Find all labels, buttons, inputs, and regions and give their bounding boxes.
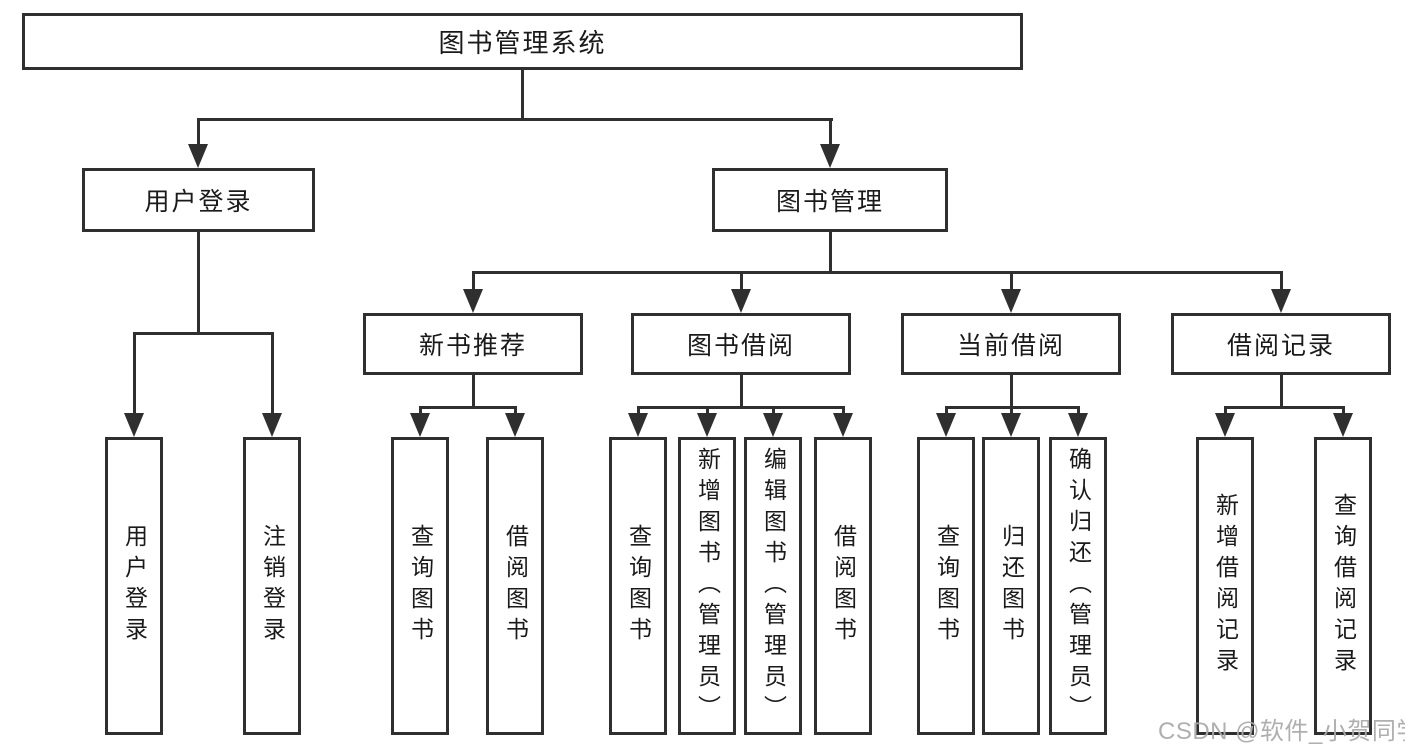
connector-drop	[637, 406, 640, 414]
arrowhead-down-icon	[410, 413, 430, 437]
node-label: 用户登录	[144, 188, 253, 216]
arrowhead-down-icon	[1333, 413, 1353, 437]
arrowhead-down-icon	[628, 413, 648, 437]
leaf-label: 查询图书	[407, 524, 434, 648]
arrowhead-down-icon	[1271, 289, 1291, 313]
node-label: 新书推荐	[418, 332, 527, 360]
connector-stem-book-management	[829, 232, 832, 271]
connector-stem-new-book	[472, 375, 475, 406]
leaf-return-books: 归还图书	[982, 437, 1040, 735]
arrowhead-down-icon	[697, 413, 717, 437]
leaf-confirm-return-admin: 确认归还（管理员）	[1049, 437, 1107, 735]
connector-bar-book-borrowing	[637, 406, 845, 409]
connector-drop	[133, 332, 136, 413]
leaf-label: 新增借阅记录	[1212, 493, 1239, 679]
connector-drop	[740, 271, 743, 289]
arrowhead-down-icon	[1001, 289, 1021, 313]
connector-drop	[1010, 271, 1013, 289]
connector-drop	[514, 406, 517, 414]
leaf-label: 查询借阅记录	[1330, 493, 1357, 679]
node-label: 图书管理系统	[438, 28, 607, 58]
leaf-label: 借阅图书	[502, 524, 529, 648]
connector-drop	[1280, 271, 1283, 289]
leaf-borrow-books-newbook: 借阅图书	[486, 437, 544, 735]
leaf-add-books-admin: 新增图书（管理员）	[678, 437, 736, 735]
connector-drop	[1224, 406, 1227, 414]
connector-stem-user-login	[197, 232, 200, 332]
arrowhead-down-icon	[1001, 413, 1021, 437]
leaf-label: 确认归还（管理员）	[1065, 446, 1092, 726]
node-label: 借阅记录	[1226, 332, 1335, 360]
connector-drop	[1342, 406, 1345, 414]
leaf-add-borrow-record: 新增借阅记录	[1196, 437, 1254, 735]
leaf-borrow-books: 借阅图书	[814, 437, 872, 735]
leaf-edit-books-admin: 编辑图书（管理员）	[744, 437, 802, 735]
arrowhead-down-icon	[763, 413, 783, 437]
node-label: 图书管理	[775, 188, 884, 216]
connector-stem-root	[521, 70, 524, 120]
node-borrow-records: 借阅记录	[1171, 313, 1391, 375]
leaf-user-login: 用户登录	[105, 437, 163, 735]
leaf-label: 用户登录	[121, 524, 148, 648]
node-book-management: 图书管理	[712, 168, 948, 232]
node-label: 当前借阅	[956, 332, 1065, 360]
arrowhead-down-icon	[124, 413, 144, 437]
arrowhead-down-icon	[1215, 413, 1235, 437]
connector-bar-root	[197, 118, 833, 121]
connector-drop	[842, 406, 845, 414]
connector-bar-new-book	[419, 406, 517, 409]
node-new-book-recommend: 新书推荐	[363, 313, 583, 375]
node-current-borrowing: 当前借阅	[901, 313, 1121, 375]
leaf-label: 查询图书	[933, 524, 960, 648]
connector-bar-borrow-records	[1224, 406, 1345, 409]
csdn-watermark: CSDN @软件_小贺同学	[1158, 718, 1405, 745]
leaf-label: 编辑图书（管理员）	[760, 446, 787, 726]
connector-drop	[829, 118, 832, 148]
arrowhead-down-icon	[936, 413, 956, 437]
connector-drop	[1077, 406, 1080, 414]
connector-drop	[772, 406, 775, 414]
node-book-management-system: 图书管理系统	[22, 13, 1023, 70]
leaf-query-borrow-record: 查询借阅记录	[1314, 437, 1372, 735]
connector-drop	[472, 271, 475, 289]
connector-drop	[419, 406, 422, 414]
arrowhead-down-icon	[1068, 413, 1088, 437]
arrowhead-down-icon	[188, 144, 208, 168]
arrowhead-down-icon	[505, 413, 525, 437]
connector-drop	[271, 332, 274, 413]
arrowhead-down-icon	[833, 413, 853, 437]
connector-drop	[706, 406, 709, 414]
connector-drop	[945, 406, 948, 414]
leaf-logout: 注销登录	[243, 437, 301, 735]
leaf-label: 新增图书（管理员）	[694, 446, 721, 726]
connector-stem-book-borrowing	[740, 375, 743, 406]
leaf-query-books-borrow: 查询图书	[609, 437, 667, 735]
arrowhead-down-icon	[463, 289, 483, 313]
leaf-label: 注销登录	[259, 524, 286, 648]
node-user-login: 用户登录	[82, 168, 315, 232]
leaf-label: 查询图书	[625, 524, 652, 648]
connector-bar-book-management	[472, 271, 1283, 274]
connector-stem-borrow-records	[1280, 375, 1283, 406]
connector-drop	[197, 118, 200, 148]
connector-drop	[1010, 406, 1013, 414]
node-book-borrowing: 图书借阅	[631, 313, 851, 375]
arrowhead-down-icon	[820, 144, 840, 168]
leaf-query-books-current: 查询图书	[917, 437, 975, 735]
node-label: 图书借阅	[686, 332, 795, 360]
leaf-query-books-newbook: 查询图书	[391, 437, 449, 735]
connector-bar-user-login	[133, 332, 274, 335]
leaf-label: 归还图书	[998, 524, 1025, 648]
arrowhead-down-icon	[262, 413, 282, 437]
connector-stem-current-borrowing	[1010, 375, 1013, 406]
leaf-label: 借阅图书	[830, 524, 857, 648]
arrowhead-down-icon	[731, 289, 751, 313]
